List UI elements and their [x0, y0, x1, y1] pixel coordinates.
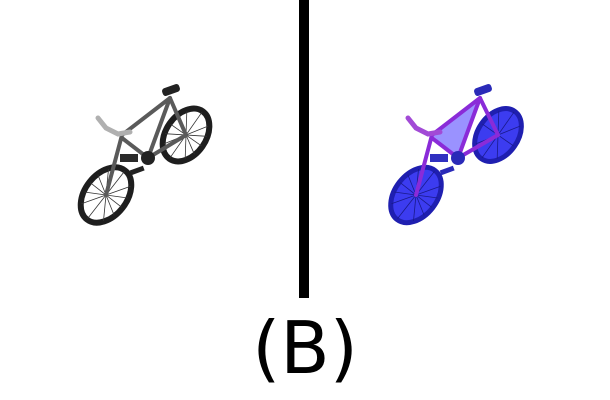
- bike-handlebar: [405, 115, 443, 137]
- bike-crank: [430, 151, 465, 176]
- bike-seat: [162, 84, 180, 96]
- bike-frame: [104, 96, 188, 197]
- vertical-divider: [299, 0, 309, 298]
- bicycle-blue-violet-icon: [388, 84, 524, 226]
- bike-handlebar: [95, 115, 133, 137]
- bicycle-grayscale-icon: [77, 84, 213, 226]
- bike-seat: [474, 84, 492, 96]
- panel-label: (B): [252, 306, 358, 390]
- bike-frame: [414, 96, 500, 197]
- frame-panel: [432, 98, 480, 158]
- bike-crank: [120, 151, 155, 176]
